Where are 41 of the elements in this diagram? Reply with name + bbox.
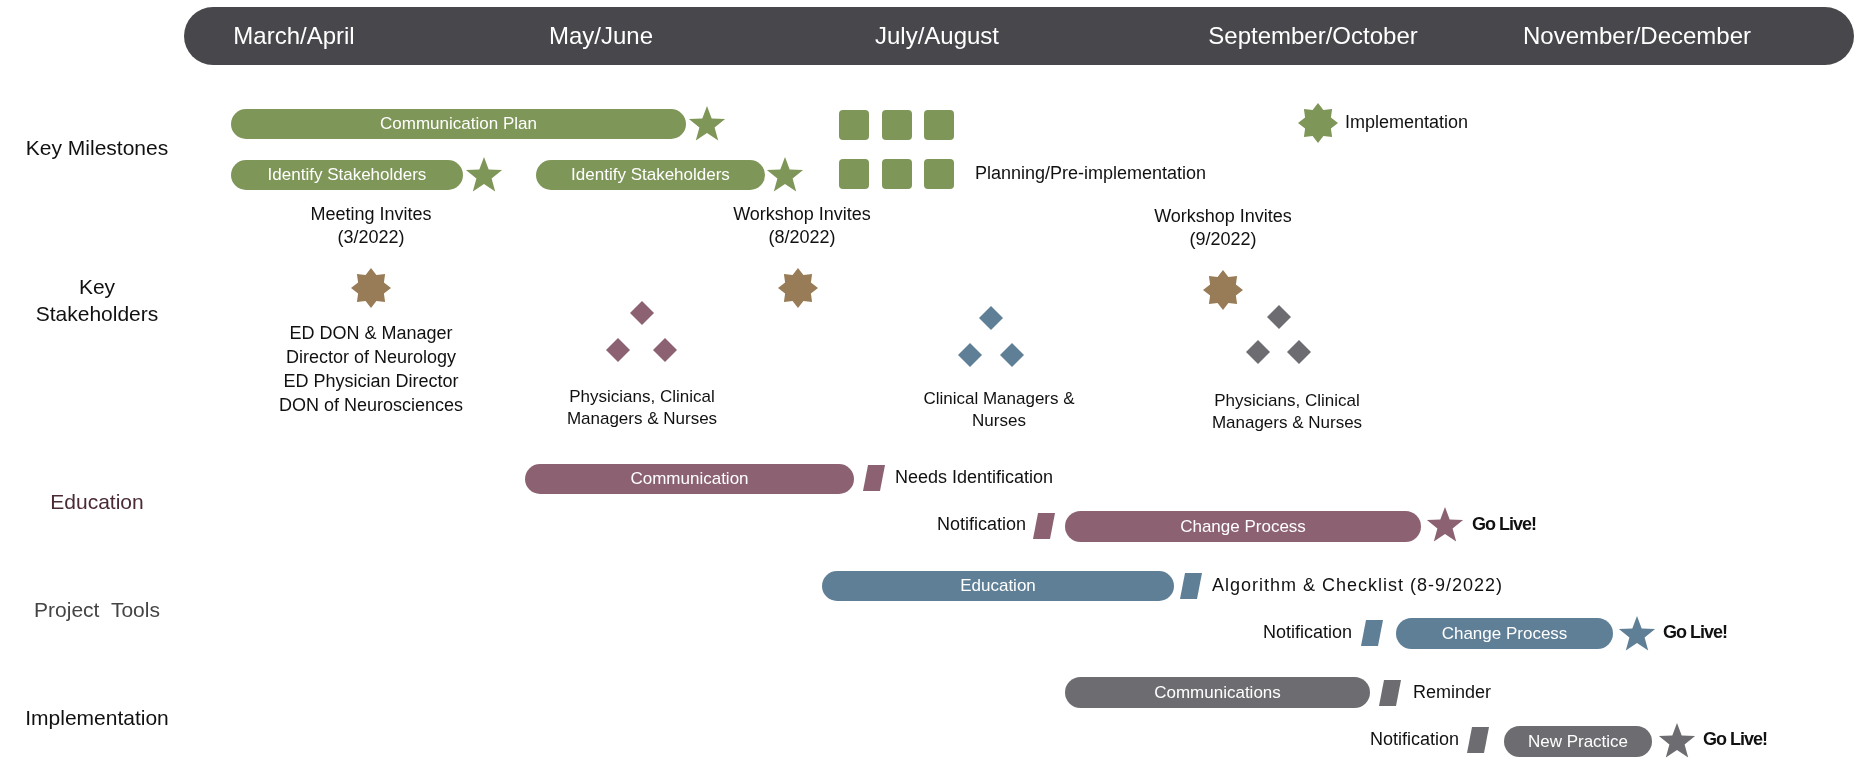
- stakeholder-label: ED DON & Manager: [289, 322, 453, 346]
- go-live-label: Go Live!: [1663, 621, 1727, 645]
- task-bar: Communication Plan: [231, 109, 686, 139]
- row-heading: Implementation: [25, 705, 169, 732]
- stakeholder-label: Clinical Managers & Nurses: [922, 387, 1076, 432]
- task-bar: Communication: [525, 464, 854, 494]
- go-live-label: Go Live!: [1703, 728, 1767, 752]
- milestone-label: Workshop Invites (8/2022): [732, 202, 872, 249]
- month-label: March/April: [233, 22, 355, 50]
- milestone-label: Workshop Invites (9/2022): [1153, 204, 1293, 251]
- row-heading: Education: [50, 489, 144, 516]
- milestone-label: Meeting Invites (3/2022): [309, 202, 433, 249]
- go-live-label: Go Live!: [1472, 513, 1536, 537]
- task-label: Algorithm & Checklist (8-9/2022): [1212, 574, 1504, 598]
- legend-label: Implementation: [1345, 111, 1469, 135]
- task-bar: Identify Stakeholders: [231, 160, 463, 190]
- month-label: November/December: [1522, 22, 1752, 50]
- task-label: Needs Identification: [895, 466, 1054, 490]
- stakeholder-label: ED Physician Director: [283, 370, 459, 394]
- row-heading: Key Stakeholders: [34, 273, 160, 327]
- task-bar: Change Process: [1065, 511, 1421, 542]
- row-heading: Project Tools: [34, 597, 160, 624]
- timeline-header-band: [184, 7, 1854, 65]
- task-label: Reminder: [1413, 681, 1492, 705]
- legend-label: Planning/Pre-implementation: [975, 162, 1207, 186]
- task-label: Notification: [1262, 621, 1352, 645]
- row-heading: Key Milestones: [24, 135, 170, 162]
- month-label: May/June: [548, 22, 654, 50]
- task-label: Notification: [1369, 728, 1459, 752]
- task-bar: Education: [822, 571, 1174, 601]
- stakeholder-label: Physicians, Clinical Managers & Nurses: [1210, 389, 1364, 434]
- task-bar: Communications: [1065, 677, 1370, 708]
- stakeholder-label: Director of Neurology: [285, 346, 457, 370]
- month-label: July/August: [874, 22, 1000, 50]
- task-bar: New Practice: [1504, 726, 1652, 757]
- stakeholder-label: DON of Neurosciences: [278, 394, 464, 418]
- task-bar: Change Process: [1396, 618, 1613, 649]
- task-label: Notification: [936, 513, 1026, 537]
- stakeholder-label: Physicians, Clinical Managers & Nurses: [565, 385, 719, 430]
- task-bar: Identify Stakeholders: [536, 160, 765, 190]
- month-label: September/October: [1208, 22, 1418, 50]
